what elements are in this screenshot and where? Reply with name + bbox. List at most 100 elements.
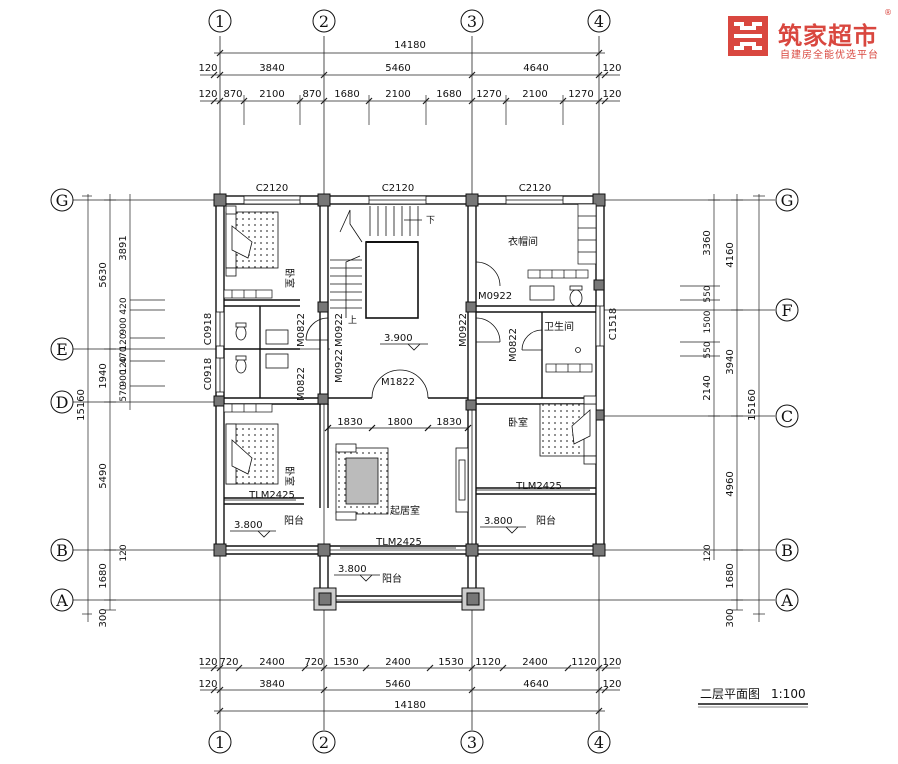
svg-text:上: 上	[348, 315, 357, 326]
top-windows	[215, 195, 605, 393]
svg-text:120: 120	[119, 544, 129, 561]
svg-text:5460: 5460	[385, 63, 410, 74]
svg-text:1120: 1120	[475, 657, 500, 668]
svg-text:120: 120	[119, 356, 129, 373]
svg-text:120: 120	[198, 89, 217, 100]
svg-text:E: E	[56, 340, 68, 359]
svg-text:120: 120	[602, 89, 621, 100]
svg-text:1: 1	[215, 733, 225, 752]
stair	[330, 206, 422, 319]
dim-text-top: 14180 120 3840 5460 4640 120 120 870 210…	[198, 40, 621, 100]
axis-bubbles-top: 1 2 3 4	[208, 9, 611, 33]
svg-text:阳台: 阳台	[536, 514, 556, 527]
svg-text:1680: 1680	[725, 563, 736, 588]
living-room-sofa	[335, 443, 469, 521]
svg-text:C0918: C0918	[203, 313, 214, 345]
svg-text:M0922: M0922	[478, 291, 512, 302]
axis-bubbles-right: G F C B A	[775, 188, 799, 612]
dim-text-left: 15160 5630 1940 5490 1680 300 3891 420 9…	[76, 235, 129, 627]
svg-text:3.800: 3.800	[338, 564, 367, 575]
svg-text:3: 3	[467, 12, 477, 31]
svg-text:A: A	[780, 591, 793, 610]
svg-text:3.800: 3.800	[484, 516, 513, 527]
svg-text:2: 2	[319, 733, 329, 752]
svg-text:4: 4	[594, 12, 604, 31]
svg-text:120: 120	[198, 63, 217, 74]
dim-text-bottom: 120 720 2400 720 1530 2400 1530 1120 240…	[198, 657, 621, 711]
svg-text:1680: 1680	[334, 89, 359, 100]
svg-text:3: 3	[467, 733, 477, 752]
axis-bubbles-bottom: 1 2 3 4	[208, 730, 611, 754]
svg-text:720: 720	[304, 657, 323, 668]
svg-text:M1822: M1822	[381, 377, 415, 388]
svg-text:4640: 4640	[523, 63, 548, 74]
svg-text:1800: 1800	[387, 417, 412, 428]
svg-text:阳台: 阳台	[284, 514, 304, 527]
svg-text:2400: 2400	[522, 657, 547, 668]
svg-text:4640: 4640	[523, 679, 548, 690]
bathroom-right-fixtures	[529, 285, 583, 353]
svg-text:TLM2425: TLM2425	[515, 481, 562, 492]
svg-text:阳台: 阳台	[382, 572, 402, 585]
svg-text:2400: 2400	[259, 657, 284, 668]
svg-text:D: D	[56, 393, 69, 412]
svg-text:550: 550	[703, 285, 713, 302]
svg-text:120: 120	[602, 657, 621, 668]
svg-text:1270: 1270	[568, 89, 593, 100]
svg-text:3360: 3360	[702, 230, 713, 255]
svg-text:1:100: 1:100	[771, 687, 806, 701]
svg-text:2100: 2100	[259, 89, 284, 100]
level-markers: 3.800 3.800 3.800	[230, 516, 526, 582]
dim-text-right: 3360 550 1500 550 2140 120 4160 3940 496…	[702, 230, 758, 627]
svg-text:卧室: 卧室	[508, 416, 528, 429]
svg-text:二层平面图: 二层平面图	[700, 687, 760, 701]
svg-text:5490: 5490	[98, 463, 109, 488]
svg-text:900: 900	[119, 317, 129, 334]
svg-text:14180: 14180	[394, 700, 426, 711]
svg-text:B: B	[56, 541, 68, 560]
bed-left-lower	[225, 423, 279, 485]
svg-text:起居室: 起居室	[390, 504, 420, 517]
stair-width-dims: 1830 1800 1830	[324, 417, 472, 432]
svg-text:衣帽间: 衣帽间	[508, 235, 538, 248]
svg-text:120: 120	[198, 679, 217, 690]
svg-text:M0922: M0922	[458, 313, 469, 347]
svg-text:1680: 1680	[436, 89, 461, 100]
svg-text:4960: 4960	[725, 471, 736, 496]
svg-text:300: 300	[98, 608, 109, 627]
svg-text:M0822: M0822	[508, 328, 519, 362]
svg-text:5460: 5460	[385, 679, 410, 690]
svg-text:A: A	[55, 591, 68, 610]
svg-text:4: 4	[594, 733, 604, 752]
svg-text:3840: 3840	[259, 63, 284, 74]
brand-mark-icon	[728, 16, 768, 56]
svg-text:1270: 1270	[476, 89, 501, 100]
svg-text:C2120: C2120	[256, 183, 288, 194]
svg-text:M0922: M0922	[334, 349, 345, 383]
doors	[224, 261, 590, 549]
svg-text:C0918: C0918	[203, 358, 214, 390]
svg-text:300: 300	[725, 608, 736, 627]
svg-text:420: 420	[119, 297, 129, 314]
svg-text:1120: 1120	[571, 657, 596, 668]
door-labels: M0822 M0822 M0922 M0922 M0922 M0922 M082…	[248, 291, 562, 548]
window-labels: C2120 C2120 C2120 C0918 C0918 C1518	[203, 183, 619, 390]
dim-lines-left	[82, 194, 165, 622]
dim-lines-right	[680, 194, 765, 622]
svg-text:470: 470	[119, 346, 129, 363]
level-3900: 3.900	[380, 333, 428, 351]
svg-text:3.900: 3.900	[384, 333, 413, 344]
svg-text:TLM2425: TLM2425	[375, 537, 422, 548]
svg-text:1830: 1830	[337, 417, 362, 428]
svg-text:120: 120	[602, 679, 621, 690]
svg-text:M0922: M0922	[334, 313, 345, 347]
wardrobe-right	[527, 203, 597, 373]
svg-text:M0822: M0822	[296, 367, 307, 401]
svg-text:870: 870	[223, 89, 242, 100]
bed-left-upper	[225, 205, 279, 277]
svg-text:720: 720	[219, 657, 238, 668]
svg-text:1530: 1530	[333, 657, 358, 668]
svg-text:C2120: C2120	[519, 183, 551, 194]
svg-text:120: 120	[198, 657, 217, 668]
